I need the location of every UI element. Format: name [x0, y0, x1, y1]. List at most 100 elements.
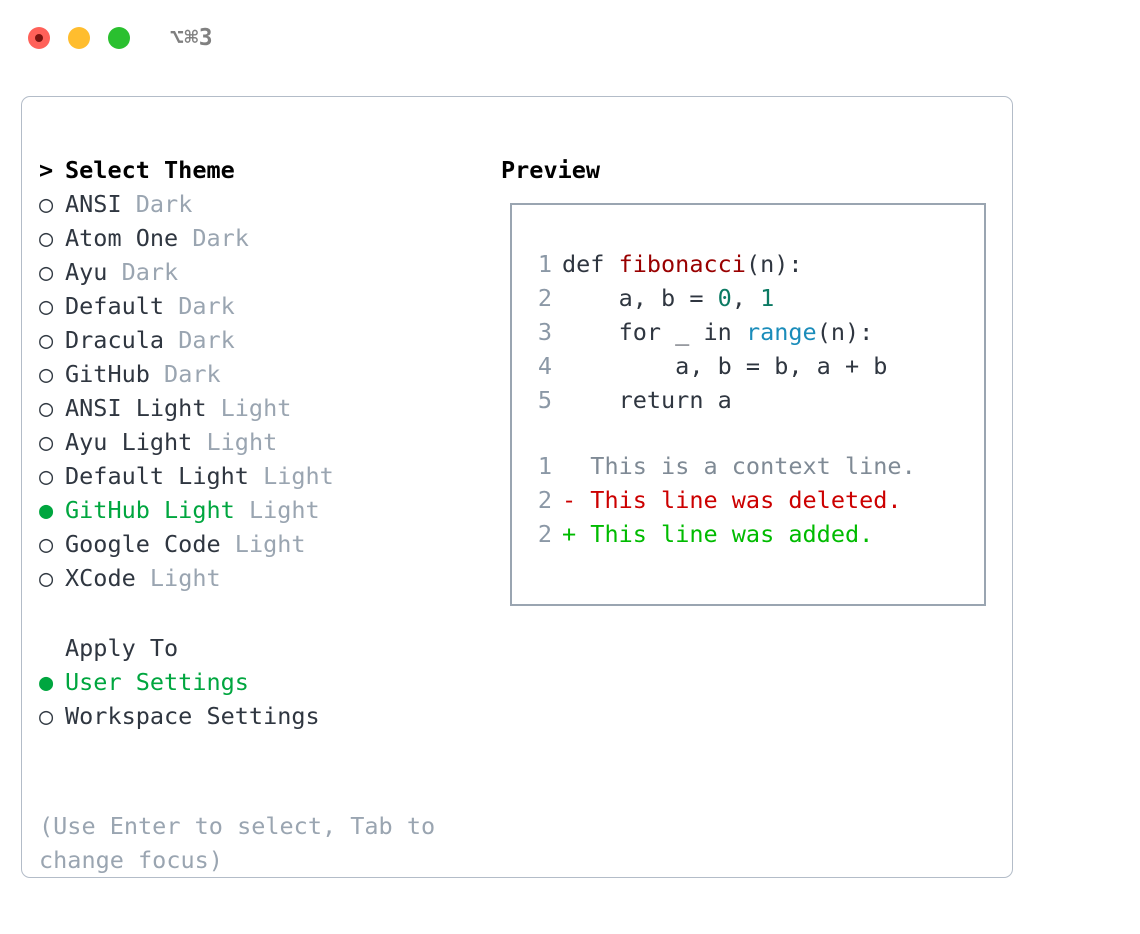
theme-item-default-dark[interactable]: ○Default Dark	[39, 289, 469, 323]
theme-name: GitHub Light	[65, 496, 235, 524]
line-number: 2	[537, 486, 552, 514]
diff-text: This is a context line.	[576, 452, 916, 480]
theme-item-ansi-light[interactable]: ○ ANSI Light Light	[39, 391, 469, 425]
line-number: 1	[537, 250, 552, 278]
diff-line-added: 2+ This line was added.	[526, 517, 976, 551]
line-number: 1	[537, 452, 552, 480]
diff-sign: -	[562, 486, 577, 514]
diff-text: This line was deleted.	[576, 486, 902, 514]
title-bar: ⌥⌘3	[0, 0, 1140, 76]
radio-unselected-icon[interactable]: ○	[39, 564, 54, 592]
keyboard-hint-text: (Use Enter to select, Tab to change focu…	[39, 812, 436, 874]
theme-item-google-code-light[interactable]: ○ Google Code Light	[39, 527, 469, 561]
theme-name: Google Code	[65, 530, 221, 558]
radio-unselected-icon[interactable]: ○	[39, 292, 54, 320]
theme-name: GitHub	[65, 360, 150, 388]
code-token-number: 0	[717, 284, 732, 312]
theme-name: ANSI Light	[65, 394, 207, 422]
preview-panel: 1 def fibonacci (n): 2 a, b = 0, 1 3 for _…	[510, 203, 986, 606]
line-number: 4	[537, 352, 552, 380]
code-token: a, b = b, a + b	[562, 352, 888, 380]
prompt-caret-icon: >	[39, 156, 54, 184]
code-line: 3 for _ in range(n):	[526, 315, 976, 349]
radio-selected-icon[interactable]: ●	[39, 496, 54, 524]
code-line: 2 a, b = 0, 1	[526, 281, 976, 315]
dialog-panel: >Select Theme ○ANSI Dark ○Atom One Dark …	[21, 96, 1013, 878]
code-token: return a	[562, 386, 732, 414]
line-number: 2	[537, 284, 552, 312]
code-line: 4 a, b = b, a + b	[526, 349, 976, 383]
radio-unselected-icon[interactable]: ○	[39, 360, 54, 388]
code-token-function: fibonacci	[618, 250, 746, 278]
theme-name: Atom One	[65, 224, 179, 252]
code-token: def	[562, 250, 619, 278]
select-theme-title: Select Theme	[65, 156, 235, 184]
theme-item-default-light[interactable]: ○ Default Light Light	[39, 459, 469, 493]
theme-item-ayu-light[interactable]: ○Ayu Light Light	[39, 425, 469, 459]
theme-item-xcode-light[interactable]: ○ XCode Light	[39, 561, 469, 595]
theme-variant: Dark	[164, 360, 221, 388]
theme-variant: Light	[234, 530, 306, 558]
diff-line-context: 1 This is a context line.	[526, 449, 976, 483]
theme-variant: Dark	[135, 190, 193, 218]
code-token: for _ in	[562, 318, 746, 346]
diff-text: This line was added.	[576, 520, 874, 548]
radio-unselected-icon[interactable]: ○	[39, 224, 54, 252]
apply-to-label: User Settings	[65, 668, 249, 696]
theme-name: Default Light	[65, 462, 249, 490]
theme-picker-list: >Select Theme ○ANSI Dark ○Atom One Dark …	[39, 153, 469, 733]
code-sample: 1 def fibonacci (n): 2 a, b = 0, 1 3 for _…	[526, 247, 976, 551]
radio-unselected-icon[interactable]: ○	[39, 462, 54, 490]
maximize-button[interactable]	[108, 27, 130, 49]
code-token-builtin: range	[745, 318, 817, 346]
code-token: (n):	[816, 318, 874, 346]
theme-name: Ayu	[65, 258, 108, 286]
diff-sign	[562, 449, 576, 483]
apply-to-workspace-settings[interactable]: ○ Workspace Settings	[39, 699, 469, 733]
theme-variant: Dark	[192, 224, 249, 252]
theme-name: Default	[65, 292, 165, 320]
code-token-number: 1	[760, 284, 775, 312]
theme-variant: Light	[149, 564, 221, 592]
radio-unselected-icon[interactable]: ○	[39, 258, 54, 286]
theme-item-atom-one-dark[interactable]: ○ Atom One Dark	[39, 221, 469, 255]
theme-variant: Dark	[178, 326, 235, 354]
theme-variant: Light	[220, 394, 292, 422]
theme-item-ansi-dark[interactable]: ○ ANSI Dark	[39, 187, 469, 221]
blank-marker: ·	[39, 631, 65, 665]
line-number: 3	[537, 318, 552, 346]
radio-unselected-icon[interactable]: ○	[39, 394, 54, 422]
apply-to-title: Apply To	[65, 634, 179, 662]
close-button[interactable]	[28, 27, 50, 49]
theme-name: Ayu Light	[65, 428, 193, 456]
radio-unselected-icon[interactable]: ○	[39, 530, 54, 558]
theme-item-github-dark[interactable]: ○ GitHub Dark	[39, 357, 469, 391]
theme-item-github-light[interactable]: ●GitHub Light Light	[39, 493, 469, 527]
theme-item-ayu-dark[interactable]: ○ Ayu Dark	[39, 255, 469, 289]
keyboard-shortcut-label: ⌥⌘3	[170, 25, 214, 51]
theme-item-dracula-dark[interactable]: ○ Dracula Dark	[39, 323, 469, 357]
code-line: 5 return a	[526, 383, 976, 417]
line-number: 5	[537, 386, 552, 414]
radio-unselected-icon[interactable]: ○	[39, 326, 54, 354]
theme-name: Dracula	[65, 326, 165, 354]
radio-unselected-icon[interactable]: ○	[39, 190, 54, 218]
apply-to-header: ·Apply To	[39, 631, 469, 665]
radio-unselected-icon[interactable]: ○	[39, 428, 54, 456]
code-diff-spacer	[526, 417, 976, 449]
apply-to-user-settings[interactable]: ● User Settings	[39, 665, 469, 699]
radio-selected-icon[interactable]: ●	[39, 668, 54, 696]
theme-name: ANSI	[65, 190, 122, 218]
select-theme-header: > Select Theme	[39, 153, 469, 187]
radio-unselected-icon[interactable]: ○	[39, 702, 54, 730]
theme-variant: Dark	[121, 258, 179, 286]
theme-name: XCode	[65, 564, 136, 592]
line-number: 2	[537, 520, 552, 548]
code-token: a, b =	[562, 284, 718, 312]
theme-variant: Light	[263, 462, 334, 490]
code-token: ,	[731, 284, 761, 312]
minimize-button[interactable]	[68, 27, 90, 49]
apply-to-label: Workspace Settings	[65, 702, 320, 730]
